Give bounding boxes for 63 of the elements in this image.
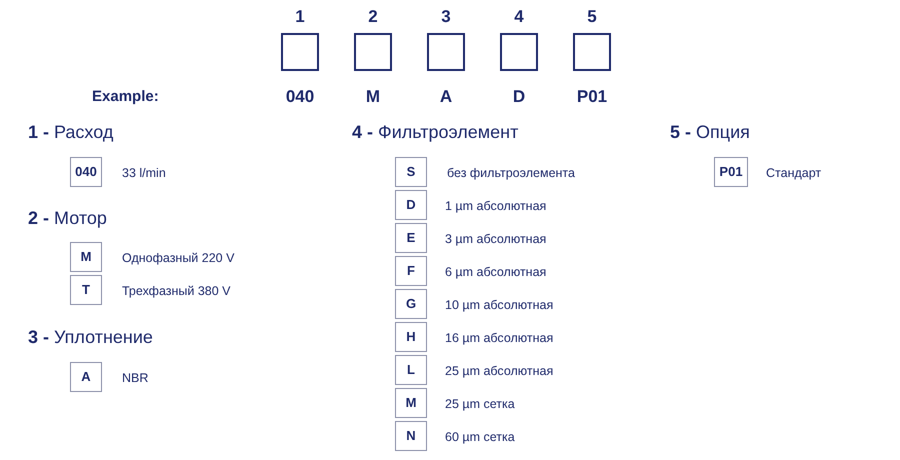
option-description: 16 µm абсолютная [445, 330, 554, 347]
option-code-box [395, 256, 427, 286]
code-slot-box [427, 33, 465, 71]
option-code: 040 [75, 163, 97, 182]
option-description: 1 µm абсолютная [445, 198, 548, 215]
option-code-box [395, 355, 427, 385]
option-code-box [395, 223, 427, 253]
example-code: A [438, 86, 454, 108]
option-description: 6 µm абсолютная [445, 264, 548, 281]
option-code: T [82, 281, 90, 300]
example-code: D [512, 86, 526, 108]
option-code-box [395, 421, 427, 451]
option-code: A [81, 368, 91, 386]
option-description: 60 µm сетка [445, 429, 516, 446]
option-code: E [406, 229, 416, 248]
code-slot-box [573, 33, 611, 71]
option-code: P01 [719, 163, 743, 182]
example-label: Example: [92, 87, 159, 107]
option-code-box [395, 190, 427, 220]
option-description: 33 l/min [122, 165, 167, 182]
option-description: без фильтроэлемента [447, 165, 576, 182]
option-code: S [406, 163, 416, 182]
option-code: M [406, 394, 416, 412]
option-code-box [395, 388, 427, 418]
option-code: H [406, 328, 416, 346]
section-heading: 4 - Фильтроэлемент [352, 121, 518, 144]
position-number: 4 [513, 6, 525, 28]
option-code-box [395, 157, 427, 187]
code-slot-box [354, 33, 392, 71]
option-description: 25 µm сетка [445, 396, 516, 413]
position-number: 3 [440, 6, 452, 28]
option-description: Трехфазный 380 V [122, 283, 232, 300]
code-slot-box [281, 33, 319, 71]
code-slot-box [500, 33, 538, 71]
section-heading: 5 - Опция [670, 121, 750, 144]
option-code-box [70, 157, 102, 187]
option-code: M [80, 248, 92, 266]
example-code: M [364, 86, 382, 108]
option-code-box [395, 289, 427, 319]
option-description: NBR [122, 370, 150, 387]
option-code-box [395, 322, 427, 352]
option-description: 25 µm абсолютная [445, 363, 554, 380]
position-number: 1 [294, 6, 306, 28]
option-code-box [70, 362, 102, 392]
option-code-box [714, 157, 748, 187]
option-code-box [70, 275, 102, 305]
example-code: 040 [284, 86, 316, 108]
option-description: Однофазный 220 V [122, 250, 236, 267]
option-description: 10 µm абсолютная [445, 297, 554, 314]
option-code: L [407, 361, 415, 380]
section-heading: 1 - Расход [28, 121, 114, 144]
position-number: 5 [586, 6, 598, 28]
section-heading: 2 - Мотор [28, 207, 107, 230]
option-description: 3 µm абсолютная [445, 231, 548, 248]
option-code: D [406, 196, 416, 214]
option-code: F [407, 262, 415, 280]
section-heading: 3 - Уплотнение [28, 326, 153, 349]
option-code: G [406, 295, 416, 314]
option-description: Стандарт [766, 165, 822, 182]
example-code: P01 [576, 86, 608, 108]
option-code: N [406, 427, 416, 446]
option-code-box [70, 242, 102, 272]
position-number: 2 [367, 6, 379, 28]
